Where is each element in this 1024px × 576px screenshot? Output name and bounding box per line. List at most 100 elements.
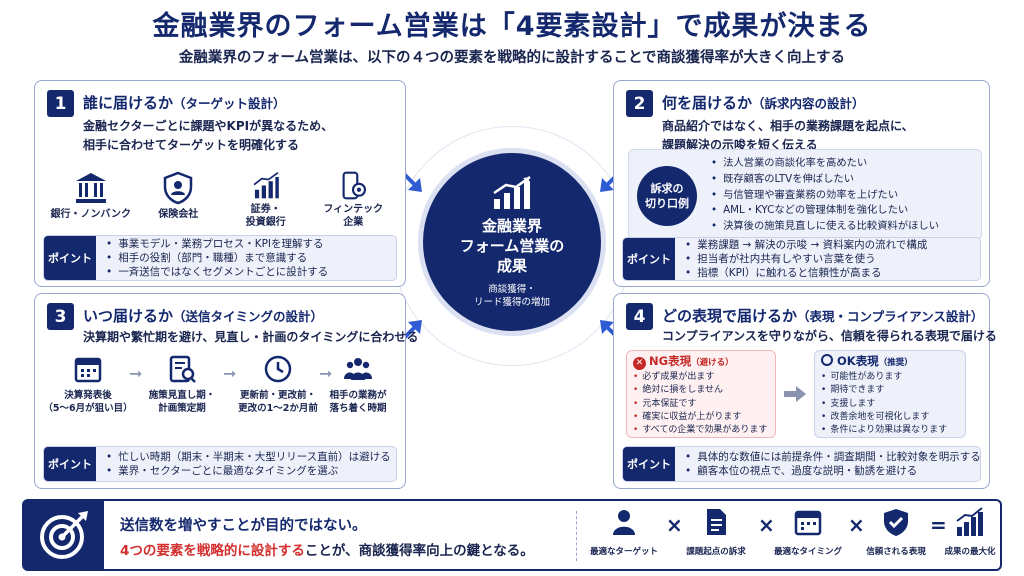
appeal-item: AML・KYCなどの管理体制を強化したい [711, 203, 939, 219]
ok-item: 可能性があります [821, 371, 959, 384]
ng-item: 絶対に損をしません [633, 384, 769, 397]
growth-chart-icon [956, 507, 983, 536]
formula-label: 最適なタイミング [773, 547, 842, 557]
panel-heading: いつ届けるか（送信タイミングの設計） [83, 305, 323, 326]
ng-expression-box: ✕NG表現（避ける） 必ず成果が出ます 絶対に損をしません 元本保証です 確実に… [626, 350, 776, 438]
ok-title-text: OK表現 [837, 354, 879, 368]
formula-label: 最適なターゲット [589, 547, 658, 557]
timing-item: 決算発表後 （5〜6月が狙い目） [43, 354, 133, 415]
ng-item: すべての企業で効果があります [633, 424, 769, 437]
page-title: 金融業界のフォーム営業は「4要素設計」で成果が決まる [152, 11, 872, 42]
ng-item: 元本保証です [633, 398, 769, 411]
panel-description: 商品紹介ではなく、相手の業務課題を起点に、 課題解決の示唆を短く伝える [662, 117, 914, 155]
appeal-item: 法人営業の商談化率を高めたい [711, 156, 939, 172]
ng-item: 必ず成果が出ます [633, 371, 769, 384]
summary-line-1: 送信数を増やすことが目的ではない。 [120, 518, 367, 534]
ok-expression-box: OK表現（推奨） 可能性があります 期待できます 支援します 改善余地を可視化し… [814, 350, 966, 438]
desc-line: コンプライアンスを守りながら、信頼を得られる表現で届ける [662, 329, 997, 343]
appeal-box: 訴求の 切り口例 法人営業の商談化率を高めたい 既存顧客のLTVを伸ばしたい 与… [628, 149, 982, 241]
timing-label: 決算発表後 [64, 390, 112, 401]
success-formula: 最適なターゲット × 課題起点の訴求 × 最適なタイミング × [586, 505, 998, 567]
times-operator: × [848, 513, 865, 537]
point-item: 忙しい時期（期末・半期末・大型リリース直前）は避ける [106, 450, 390, 464]
arrow-right-icon: ➞ [223, 364, 237, 383]
point-item: 一斉送信ではなくセグメントごとに設計する [106, 265, 328, 279]
appeal-label-line: 訴求の [650, 182, 684, 195]
timing-label: 更改の1〜2か月前 [238, 402, 318, 414]
sector-icons: 銀行・ノンバンク 保険会社 証券・ 投資銀行 [47, 171, 397, 229]
formula-item: 成果の最大化 [932, 507, 1008, 557]
document-icon [707, 509, 726, 535]
timing-label: 更新前・更改前・ [239, 390, 316, 401]
point-box: ポイント 具体的な数値には前提条件・調査期間・比較対象を明示する 顧客本位の視点… [622, 446, 981, 482]
ok-circle-icon [821, 354, 833, 366]
center-sub-1: 商談獲得・ [488, 284, 536, 295]
sector-label: 企業 [343, 217, 364, 228]
equals-operator: = [930, 513, 947, 537]
ng-item: 確実に収益が上がります [633, 411, 769, 424]
sector-item: 銀行・ノンバンク [47, 171, 135, 229]
summary-banner: 送信数を増やすことが目的ではない。 4つの要素を戦略的に設計することが、商談獲得… [22, 499, 1002, 571]
center-circle: 金融業界 フォーム営業の 成果 商談獲得・ リード獲得の増加 [423, 153, 601, 331]
panel-description: コンプライアンスを守りながら、信頼を得られる表現で届ける [662, 327, 997, 346]
panel-heading: 誰に届けるか（ターゲット設計） [83, 92, 286, 113]
summary-line-2: 4つの要素を戦略的に設計することが、商談獲得率向上の鍵となる。 [120, 539, 534, 559]
panel-heading: 何を届けるか（訴求内容の設計） [662, 92, 865, 113]
sector-label: 銀行・ノンバンク [50, 209, 132, 220]
person-icon [613, 510, 635, 535]
sector-item: フィンテック 企業 [310, 171, 398, 229]
point-tag: ポイント [44, 447, 96, 481]
ng-tag: （避ける） [691, 358, 734, 368]
point-item: 事業モデル・業務プロセス・KPIを理解する [106, 237, 328, 251]
point-tag: ポイント [44, 236, 96, 280]
calendar-icon [794, 510, 822, 536]
summary-highlight: 4つの要素を戦略的に設計する [120, 543, 305, 559]
point-item: 担当者が社内共有しやすい言葉を使う [685, 252, 927, 266]
point-tag: ポイント [623, 447, 675, 481]
sector-label: 証券・ [250, 204, 281, 215]
bank-icon [75, 173, 106, 203]
panel-heading: どの表現で届けるか（表現・コンプライアンス設計） [662, 305, 983, 326]
desc-line: 課題解決の示唆を短く伝える [662, 138, 818, 152]
point-box: ポイント 事業モデル・業務プロセス・KPIを理解する 相手の役割（部門・職種）ま… [43, 235, 397, 281]
ok-title: OK表現（推奨） [821, 354, 959, 371]
ok-item: 改善余地を可視化します [821, 411, 959, 424]
panel-description: 決算期や繁忙期を避け、見直し・計画のタイミングに合わせる [83, 328, 418, 347]
panel-heading-main: 誰に届けるか [83, 94, 174, 112]
sector-label: 保険会社 [158, 209, 199, 220]
appeal-label: 訴求の 切り口例 [637, 166, 697, 226]
timing-timeline: 決算発表後 （5〜6月が狙い目） ➞ 施策見直し期・ 計画策定期 ➞ [43, 354, 399, 434]
timing-item: 相手の業務が 落ち着く時期 [313, 354, 403, 415]
point-box: ポイント 業務課題 → 解決の示唆 → 資料案内の流れで構成 担当者が社内共有し… [622, 237, 981, 281]
panel-number: 1 [47, 90, 74, 117]
appeal-item: 与信管理や審査業務の効率を上げたい [711, 188, 939, 204]
point-item: 具体的な数値には前提条件・調査期間・比較対象を明示する [685, 450, 981, 464]
fintech-phone-icon [342, 171, 367, 200]
ok-item: 支援します [821, 398, 959, 411]
document-search-icon [169, 355, 196, 383]
point-item: 顧客本位の視点で、過度な説明・勧誘を避ける [685, 464, 981, 478]
page-subtitle: 金融業界のフォーム営業は、以下の４つの要素を戦略的に設計することで商談獲得率が大… [178, 50, 846, 66]
target-icon [40, 511, 88, 559]
sector-label: フィンテック [323, 204, 384, 215]
team-icon [344, 358, 372, 380]
clock-icon [264, 355, 292, 383]
desc-line: 金融セクターごとに課題やKPIが異なるため、 [83, 119, 334, 133]
panel-number: 4 [626, 303, 653, 330]
point-item: 相手の役割（部門・職種）まで意識する [106, 251, 328, 265]
formula-item: 最適なターゲット [586, 507, 662, 557]
shield-check-icon [884, 509, 908, 536]
timing-label: 施策見直し期・ [148, 390, 216, 401]
point-item: 業界・セクターごとに最適なタイミングを選ぶ [106, 464, 391, 478]
ok-item: 期待できます [821, 384, 959, 397]
appeal-item: 決算後の施策見直しに使える比較資料がほしい [711, 219, 939, 235]
divider [576, 511, 577, 561]
panel-number: 3 [47, 303, 74, 330]
formula-label: 信頼される表現 [866, 547, 926, 557]
panel-heading-main: いつ届けるか [83, 307, 174, 325]
timing-item: 更新前・更改前・ 更改の1〜2か月前 [233, 354, 323, 415]
panel-appeal-design: 2 何を届けるか（訴求内容の設計） 商品紹介ではなく、相手の業務課題を起点に、 … [613, 80, 990, 287]
point-tag: ポイント [623, 238, 675, 280]
ok-tag: （推奨） [878, 358, 913, 368]
formula-item: 課題起点の訴求 [678, 507, 754, 557]
